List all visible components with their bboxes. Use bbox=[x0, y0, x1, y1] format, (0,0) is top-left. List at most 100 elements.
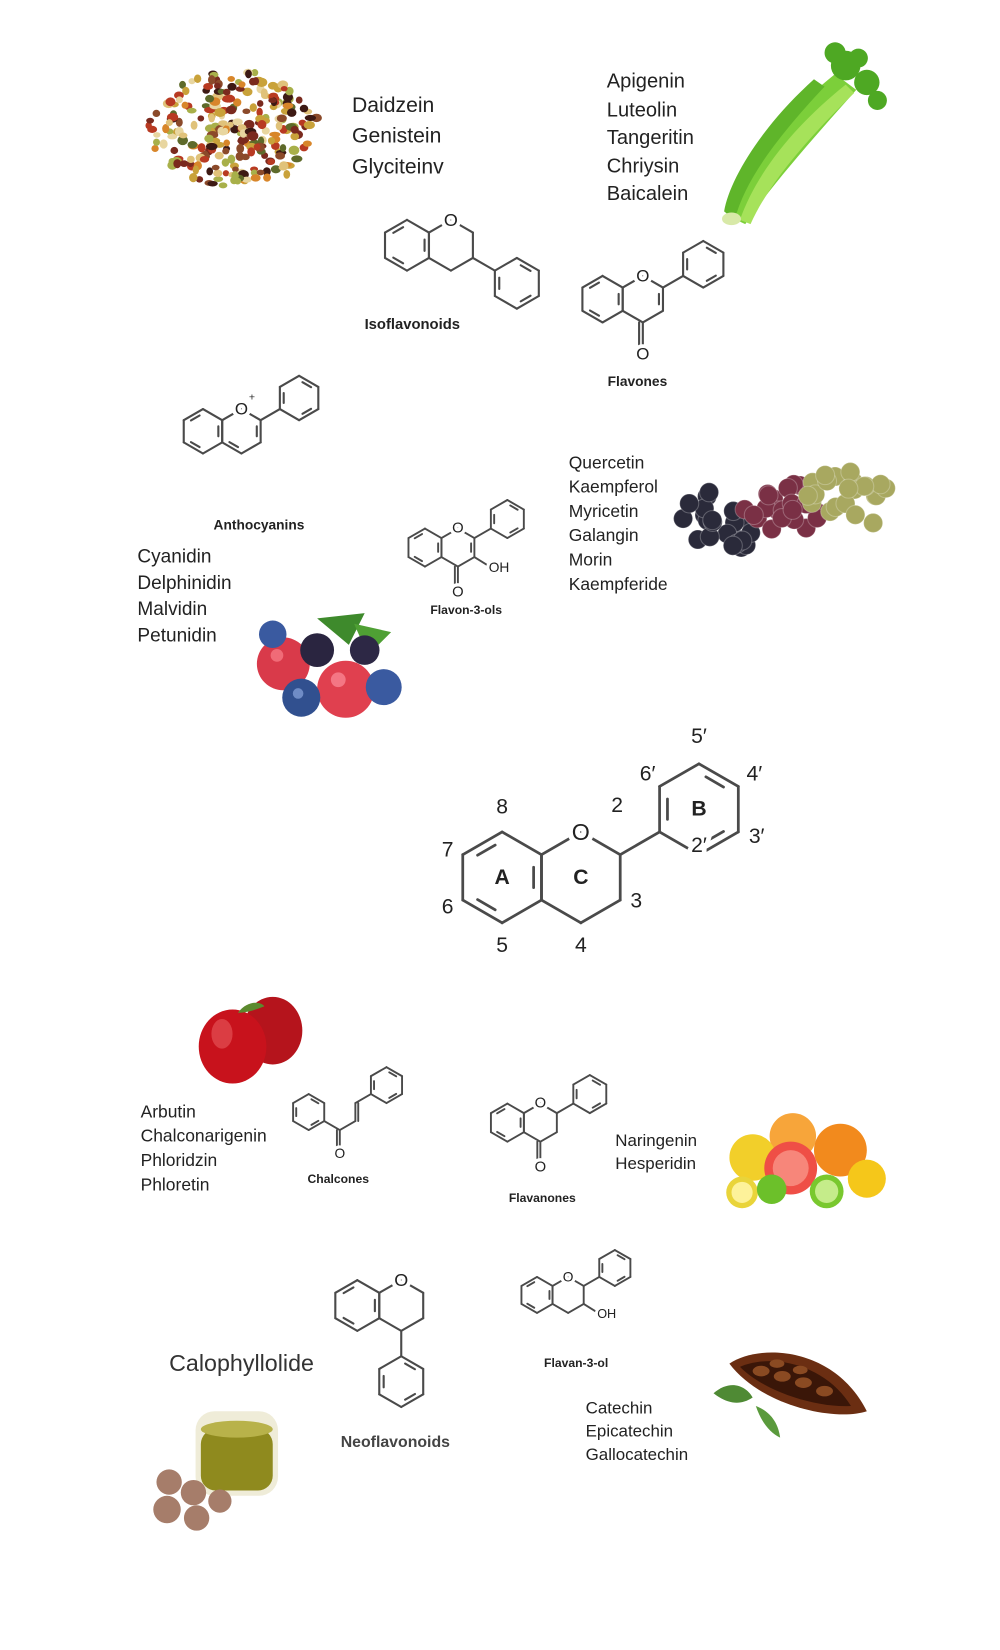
legume-seed bbox=[263, 173, 272, 182]
legume-seed bbox=[282, 102, 294, 109]
bond bbox=[588, 281, 601, 289]
hydroxyl-group: OH bbox=[597, 1307, 616, 1321]
class-label-flavon-3-ols: Flavon-3-ols bbox=[430, 604, 502, 618]
position-4: 4 bbox=[575, 934, 587, 957]
compound-name: Quercetin bbox=[568, 453, 645, 473]
bond bbox=[449, 256, 474, 272]
legume-seed bbox=[181, 101, 189, 109]
legume-seed bbox=[267, 81, 278, 90]
legume-seed bbox=[145, 121, 152, 130]
legume-seed bbox=[208, 113, 216, 123]
legume-seed bbox=[245, 69, 252, 79]
grapes-image bbox=[673, 462, 896, 558]
flavan-3-ol-compound-list: Catechin Epicatechin Gallocatechin bbox=[586, 1397, 688, 1467]
grape bbox=[845, 504, 866, 525]
bond bbox=[496, 1108, 506, 1115]
hydroxyl-group: OH bbox=[489, 560, 510, 575]
bond bbox=[404, 1362, 417, 1371]
bond bbox=[588, 1074, 608, 1086]
bond bbox=[591, 1102, 602, 1109]
legume-seed bbox=[203, 83, 214, 90]
compound-name: Daidzein bbox=[352, 94, 435, 118]
bond bbox=[259, 408, 281, 422]
bond bbox=[551, 1302, 570, 1314]
celery-image bbox=[721, 42, 887, 226]
bond bbox=[519, 264, 532, 272]
bond bbox=[520, 1302, 538, 1314]
legume-seed bbox=[233, 98, 242, 107]
legume-seed bbox=[223, 139, 231, 147]
legume-seed bbox=[227, 121, 234, 128]
bond bbox=[579, 898, 622, 925]
bond bbox=[582, 1302, 600, 1314]
legume-seed bbox=[197, 143, 206, 153]
legume-seed bbox=[146, 117, 155, 124]
compound-name: Kaempferide bbox=[568, 575, 668, 595]
bond bbox=[493, 256, 518, 272]
bond bbox=[705, 246, 717, 254]
legume-seed bbox=[214, 151, 224, 160]
bond bbox=[641, 309, 665, 324]
legume-seed bbox=[227, 154, 236, 164]
oxygen-atom: O bbox=[394, 1270, 408, 1290]
position-4-prime: 4′ bbox=[747, 762, 763, 785]
legume-seed bbox=[283, 170, 291, 179]
bond bbox=[567, 1302, 585, 1314]
bond bbox=[473, 527, 492, 540]
compound-name: Chalconarigenin bbox=[140, 1126, 267, 1146]
bond bbox=[292, 1120, 310, 1131]
bond bbox=[704, 830, 725, 843]
legume-seed bbox=[268, 92, 279, 99]
compound-name: Petunidin bbox=[137, 624, 217, 646]
bond bbox=[456, 527, 476, 540]
compound-name: Cyanidin bbox=[137, 545, 212, 567]
legume-seed bbox=[153, 132, 161, 138]
cocoa-pod-image bbox=[713, 1352, 867, 1438]
legume-seed bbox=[238, 81, 246, 88]
legume-seed bbox=[190, 120, 198, 130]
bond bbox=[221, 441, 243, 455]
bond bbox=[476, 843, 497, 857]
legume-seed bbox=[249, 103, 257, 112]
bond bbox=[682, 239, 705, 254]
legume-seed bbox=[247, 147, 256, 157]
compound-name: Chriysin bbox=[606, 154, 680, 178]
legume-seed bbox=[235, 86, 245, 92]
bond bbox=[456, 556, 476, 568]
bond bbox=[461, 898, 504, 925]
legume-seed bbox=[280, 85, 288, 92]
bond bbox=[378, 1355, 403, 1371]
legume-seed bbox=[262, 167, 271, 176]
legume-seed bbox=[267, 158, 276, 165]
grape bbox=[782, 499, 803, 520]
position-7: 7 bbox=[442, 839, 454, 862]
legume-seed bbox=[267, 137, 276, 145]
anthocyanin-structure: O+ bbox=[182, 374, 320, 455]
bond bbox=[189, 441, 201, 449]
compound-name: Phloridzin bbox=[140, 1151, 218, 1171]
class-label-anthocyanins: Anthocyanins bbox=[213, 516, 305, 533]
legume-seed bbox=[227, 75, 235, 82]
bond bbox=[440, 527, 459, 540]
position-5: 5 bbox=[496, 934, 508, 957]
bond bbox=[601, 309, 624, 324]
bond bbox=[378, 1317, 403, 1332]
legume-seed bbox=[207, 75, 216, 85]
legume-seed bbox=[302, 140, 312, 147]
flavon-3-ol-compound-list: Quercetin Kaempferol Myricetin Galangin … bbox=[569, 451, 668, 597]
bond bbox=[473, 556, 491, 568]
anthocyanin-compound-list: Cyanidin Delphinidin Malvidin Petunidin bbox=[137, 543, 231, 649]
oxygen-atom: O bbox=[535, 1096, 547, 1112]
legume-seed bbox=[173, 159, 182, 169]
bond bbox=[613, 1249, 632, 1260]
legume-seed bbox=[221, 158, 230, 167]
flavan-3-ol-structure: OOH bbox=[520, 1249, 632, 1324]
bond bbox=[378, 1393, 403, 1409]
legume-seed bbox=[242, 108, 251, 115]
bond bbox=[369, 1093, 388, 1105]
neoflavonoid-structure: O bbox=[334, 1266, 425, 1409]
bond bbox=[307, 1120, 326, 1131]
